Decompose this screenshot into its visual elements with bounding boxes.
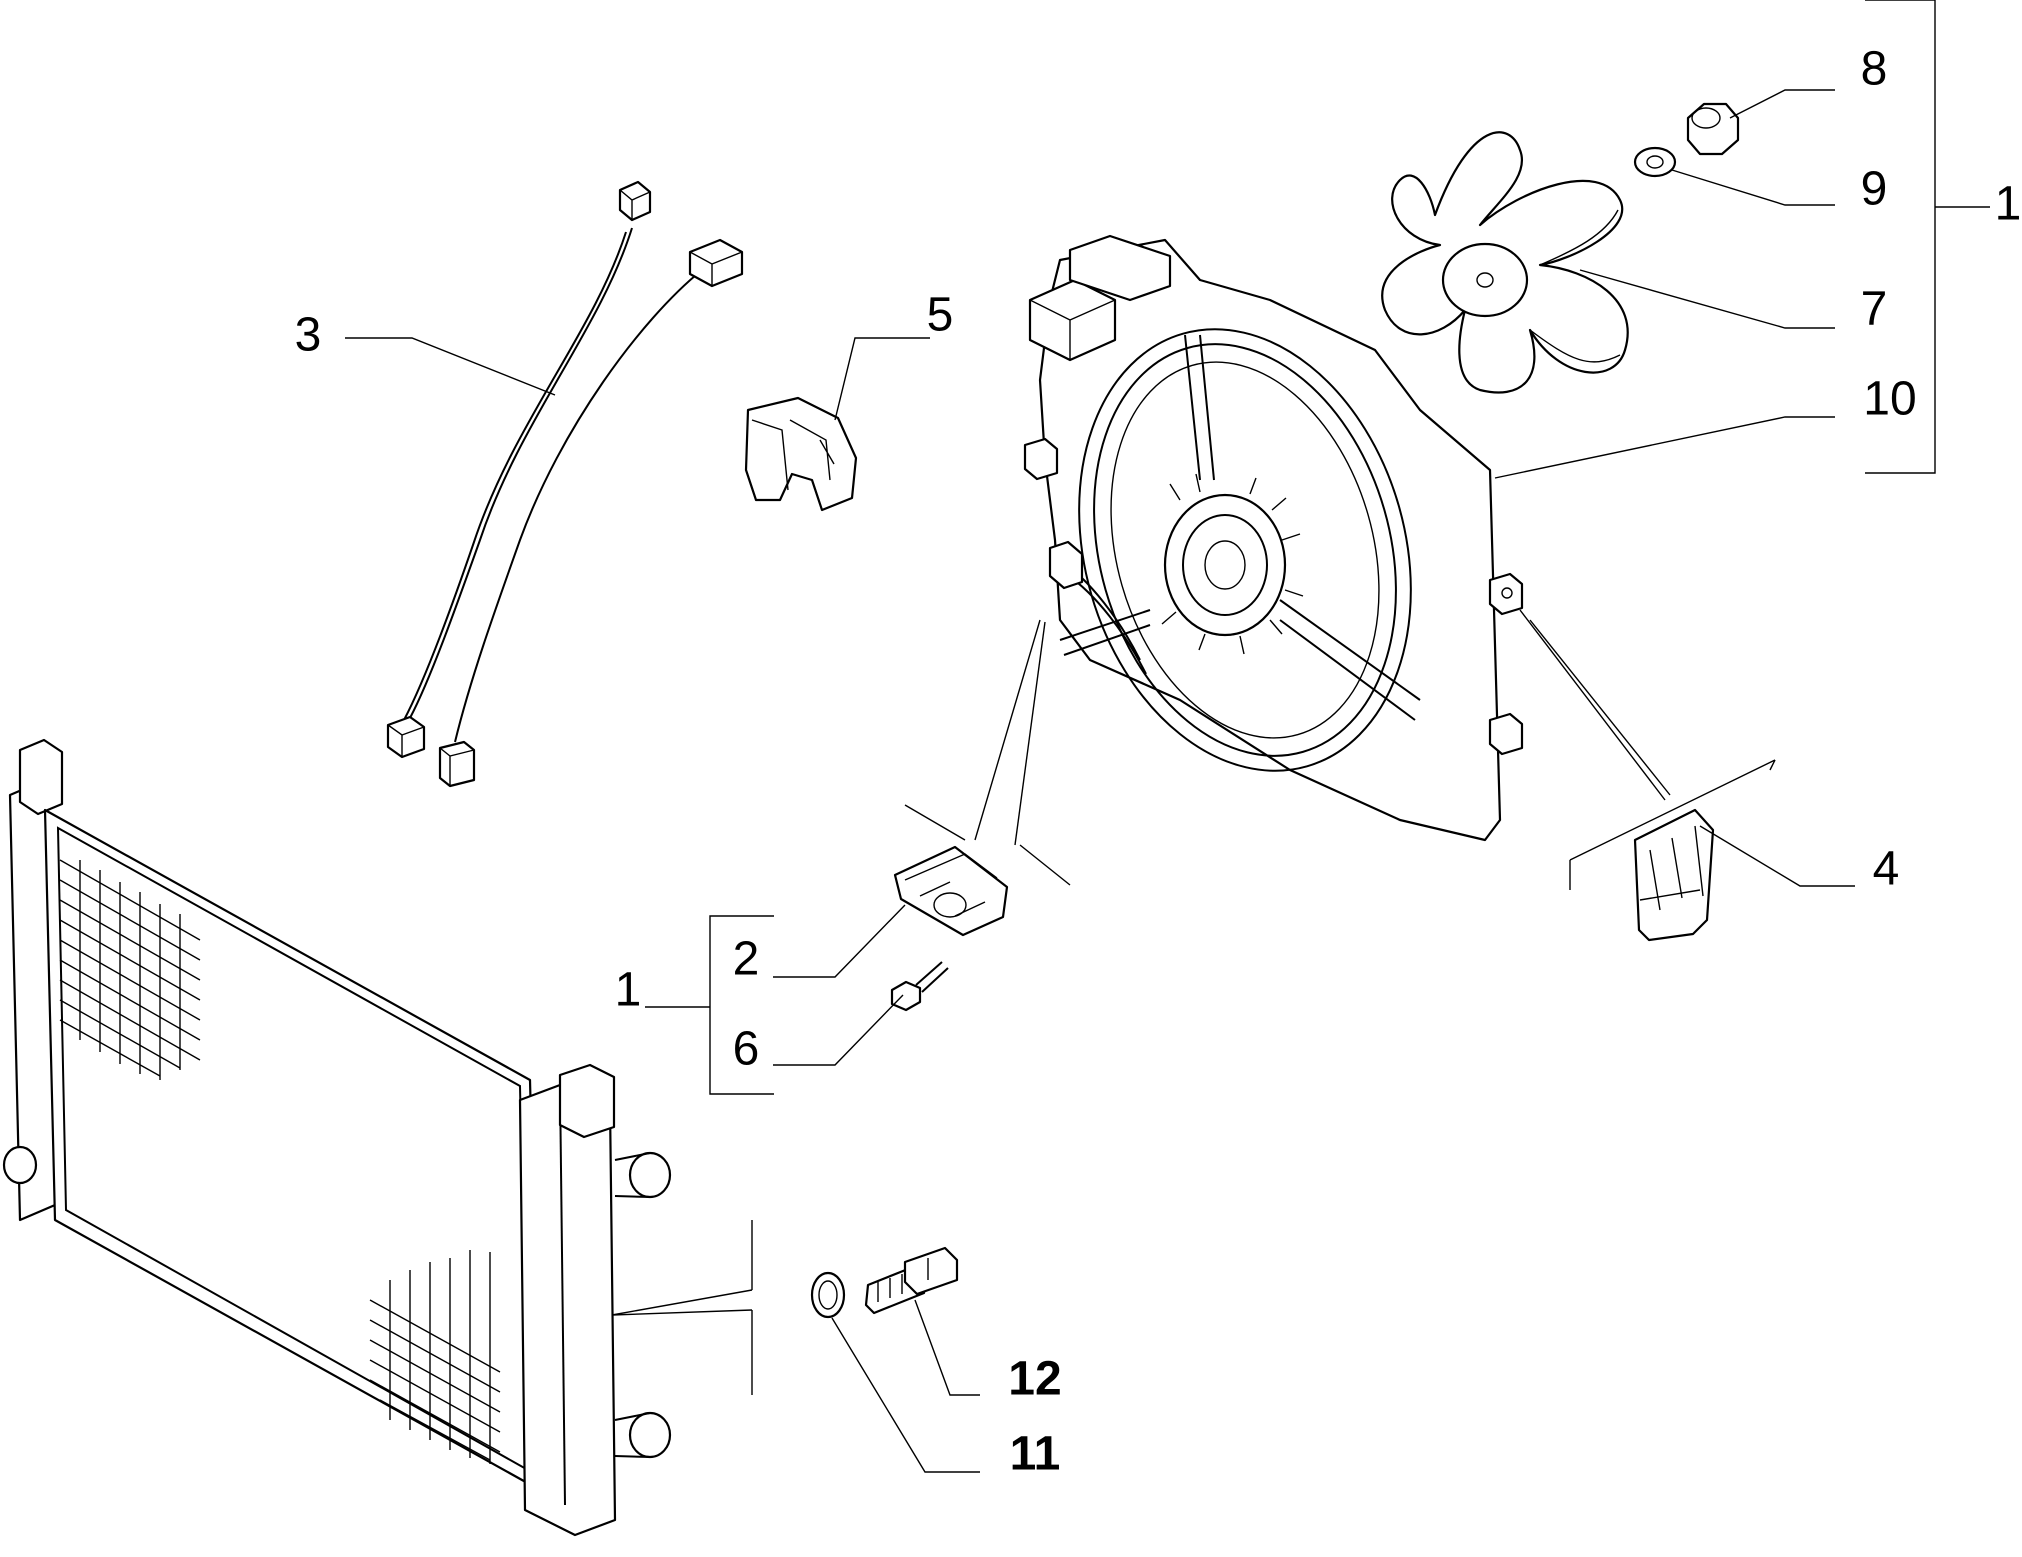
callout-5: 5 bbox=[927, 289, 954, 342]
connector-bottom-right bbox=[438, 740, 476, 788]
callout-2: 2 bbox=[733, 933, 760, 986]
callout-1-bottom: 1 bbox=[615, 964, 642, 1017]
guide-line bbox=[1529, 619, 1671, 796]
guide-line bbox=[904, 804, 966, 841]
guide-line bbox=[1019, 844, 1071, 886]
callout-8: 8 bbox=[1861, 43, 1888, 96]
connector-top-left bbox=[618, 180, 652, 222]
callout-4: 4 bbox=[1873, 843, 1900, 896]
bracket-clip-part-4 bbox=[1633, 808, 1715, 942]
radiator bbox=[2, 738, 672, 1537]
screw-part-6 bbox=[890, 961, 949, 1012]
guide-line bbox=[1769, 759, 1776, 771]
fan-blade bbox=[1381, 131, 1629, 394]
connector-bottom-left bbox=[386, 715, 426, 759]
wiring-harness bbox=[386, 180, 744, 788]
o-ring-part-11 bbox=[810, 1271, 846, 1319]
temperature-sensor-part-12 bbox=[864, 1246, 959, 1315]
leader-lines bbox=[345, 0, 1990, 1473]
callout-12: 12 bbox=[1008, 1353, 1061, 1406]
nut-part-8 bbox=[1686, 102, 1740, 156]
guide-line bbox=[1519, 609, 1666, 801]
washer-part-9 bbox=[1633, 146, 1677, 178]
connector-top-right bbox=[688, 238, 744, 288]
callout-9: 9 bbox=[1861, 163, 1888, 216]
guide-line bbox=[611, 1309, 753, 1316]
callout-1-top: 1 bbox=[1995, 178, 2022, 231]
callout-7: 7 bbox=[1861, 283, 1888, 336]
bracket-part-2 bbox=[893, 845, 1009, 937]
guide-line bbox=[1569, 759, 1776, 861]
callout-11: 11 bbox=[1010, 1428, 1061, 1481]
callout-10: 10 bbox=[1863, 373, 1916, 426]
guide-line bbox=[1014, 621, 1046, 846]
guide-line bbox=[611, 1289, 753, 1316]
fan-shroud bbox=[1023, 234, 1524, 842]
callout-6: 6 bbox=[733, 1023, 760, 1076]
callout-3: 3 bbox=[295, 309, 322, 362]
guide-line bbox=[974, 619, 1041, 841]
callout-labels: 3 5 8 9 7 10 1 4 1 2 6 12 11 bbox=[295, 43, 2022, 1481]
clip-part-5 bbox=[744, 396, 858, 512]
